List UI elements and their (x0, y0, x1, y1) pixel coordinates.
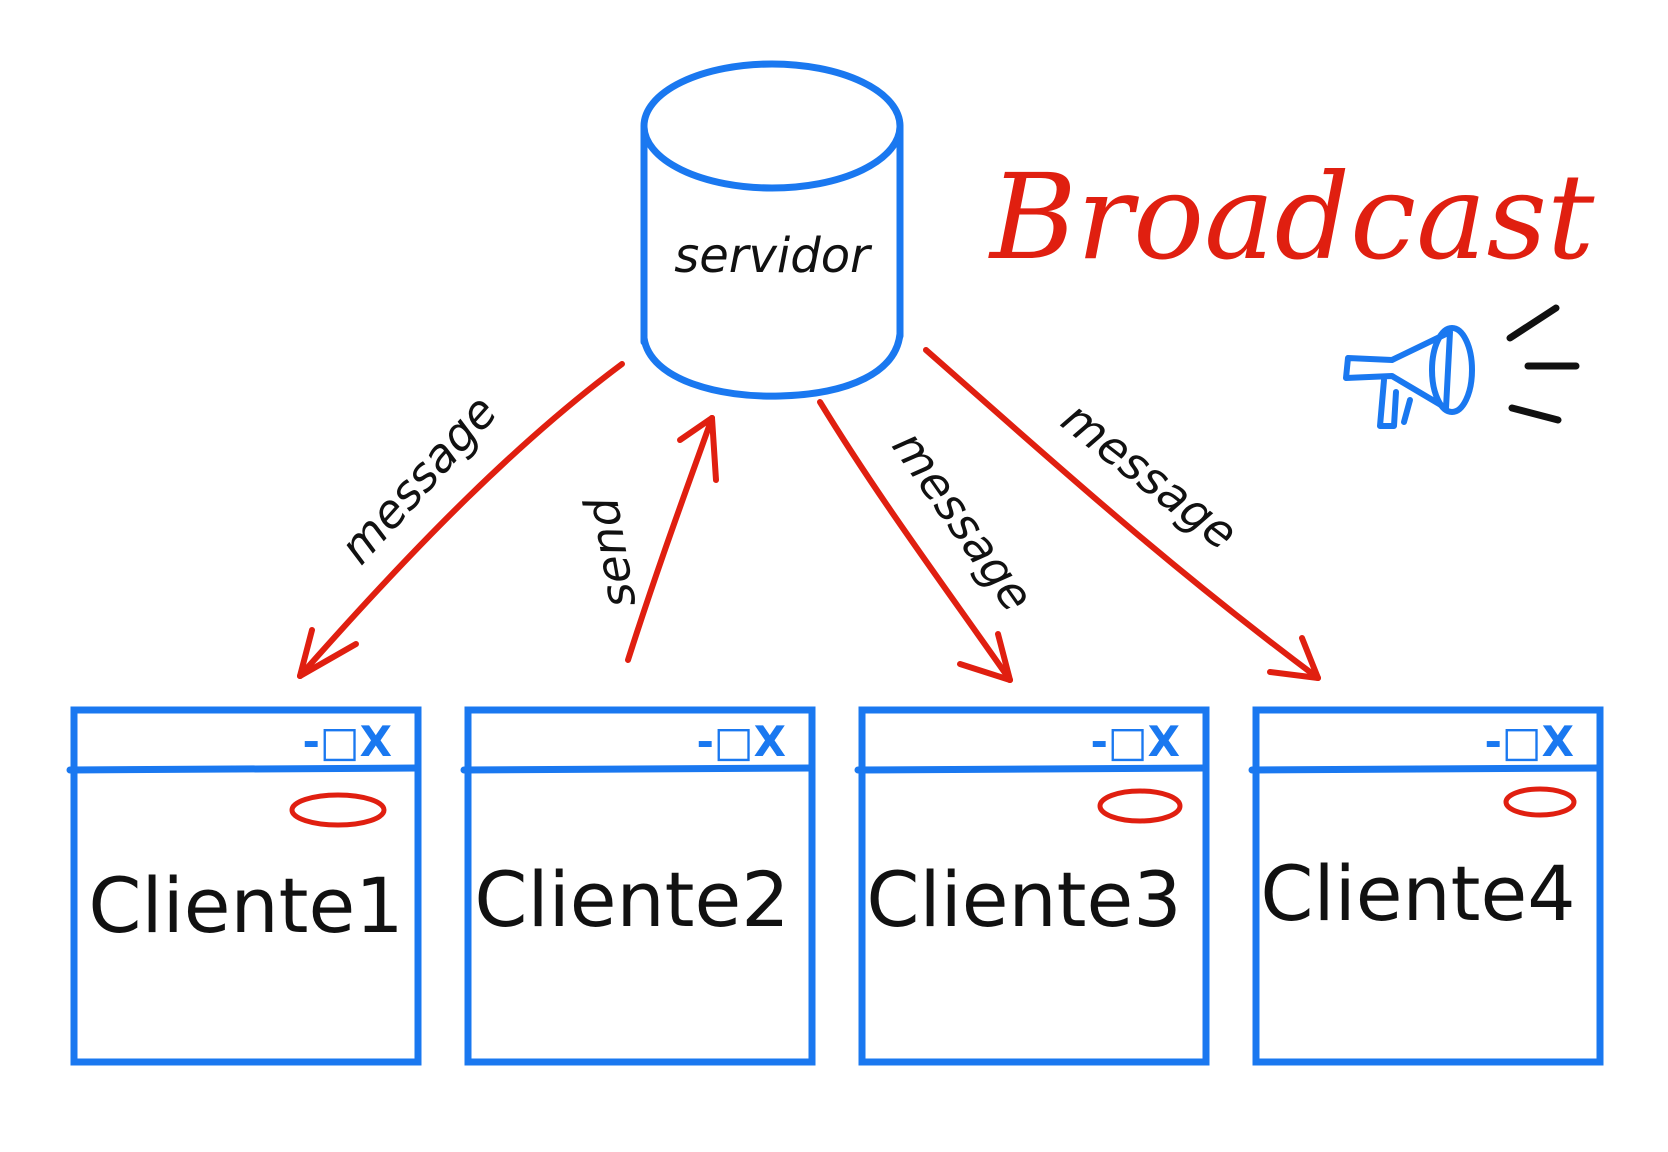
client-label: Cliente2 (474, 855, 789, 944)
window-frame (858, 706, 1210, 1066)
arrow-send-2 (625, 415, 719, 663)
window-frame (464, 706, 816, 1066)
client-window-1: -□X Cliente1 (66, 706, 422, 1066)
red-oval-mark (289, 792, 387, 828)
window-controls: -□X (303, 717, 393, 766)
client-window-3: -□X Cliente3 (854, 706, 1210, 1066)
window-titlebar-divider (66, 764, 422, 774)
sound-lines (1506, 304, 1580, 424)
arrow-label-3: message (882, 421, 1045, 621)
server-cylinder (640, 60, 904, 400)
window-frame (70, 706, 422, 1066)
client-window-4: -□X Cliente4 (1248, 706, 1604, 1066)
client-label: Cliente4 (1260, 849, 1575, 938)
megaphone-icon (1343, 325, 1475, 429)
client-label: Cliente3 (866, 855, 1181, 944)
arrow-label-2: send (574, 493, 647, 612)
client-window-2: -□X Cliente2 (460, 706, 816, 1066)
arrow-message-1 (297, 361, 625, 679)
arrow-message-4 (923, 347, 1321, 681)
window-titlebar-divider (460, 764, 816, 774)
client-label: Cliente1 (88, 861, 403, 950)
red-oval-mark (1097, 788, 1183, 824)
window-frame (1252, 706, 1604, 1066)
red-oval-mark (1503, 786, 1577, 818)
window-controls: -□X (1485, 717, 1575, 766)
diagram-title: Broadcast (988, 148, 1595, 286)
window-titlebar-divider (1248, 764, 1604, 774)
arrow-label-4: message (1052, 390, 1248, 560)
window-controls: -□X (697, 717, 787, 766)
window-titlebar-divider (854, 764, 1210, 774)
window-controls: -□X (1091, 717, 1181, 766)
arrow-message-3 (817, 399, 1013, 683)
server-label: servidor (674, 228, 873, 284)
